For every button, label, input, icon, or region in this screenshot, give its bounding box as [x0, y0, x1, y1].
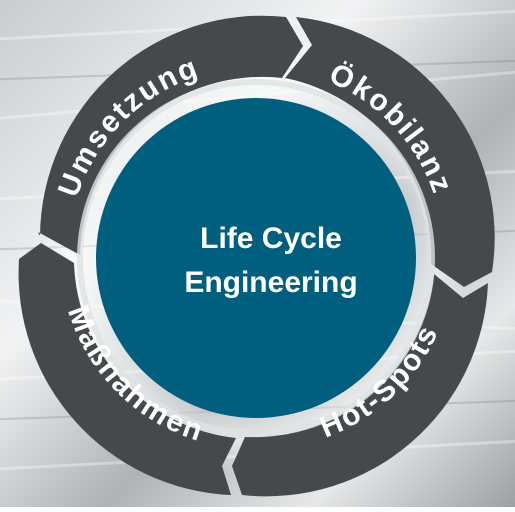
segment-hotspots	[232, 274, 488, 497]
segment-massnahmen	[18, 243, 237, 495]
cycle-ring	[18, 15, 495, 497]
segment-oekobilanz	[285, 17, 495, 287]
segment-umsetzung	[38, 15, 303, 256]
center-title-line1: Life Cycle	[200, 222, 342, 255]
center-circle	[96, 98, 416, 418]
center-title-line2: Engineering	[184, 266, 357, 299]
